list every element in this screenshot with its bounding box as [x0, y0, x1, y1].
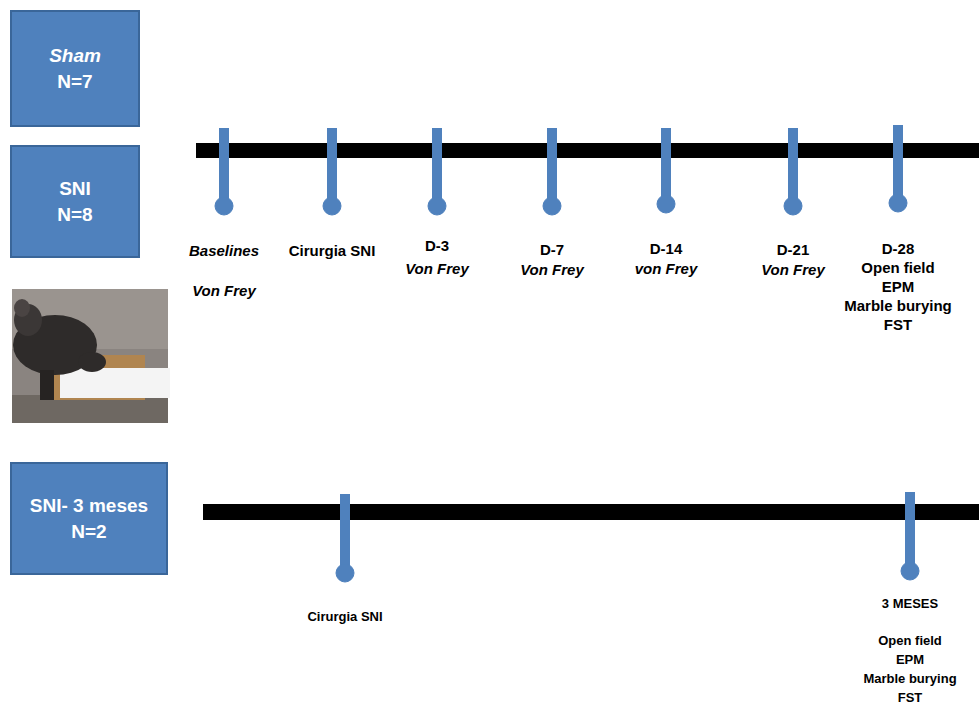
group-size: N=2: [71, 519, 106, 545]
group-box: SNIN=8: [10, 145, 140, 258]
timeline-label: Cirurgia SNI: [289, 242, 376, 259]
timeline-label: Open field: [861, 259, 934, 276]
timeline-bar: [203, 504, 979, 520]
timeline-label: Cirurgia SNI: [307, 610, 382, 625]
timeline-label: Von Frey: [192, 282, 256, 299]
group-box: ShamN=7: [10, 10, 140, 127]
timeline-label: EPM: [896, 653, 924, 668]
mouse-photo: [12, 289, 170, 423]
timeline-label: FST: [898, 691, 923, 706]
timeline-label: 3 MESES: [882, 597, 938, 612]
timeline-label: Von Frey: [405, 260, 469, 277]
timeline-label: D-14: [650, 240, 683, 257]
group-name: SNI: [59, 176, 91, 202]
timeline-label: D-28: [882, 240, 915, 257]
timeline-label: Baselines: [189, 242, 259, 259]
group-size: N=8: [57, 202, 92, 228]
timeline-label: FST: [884, 316, 912, 333]
timeline-label: Open field: [878, 634, 942, 649]
timeline-label: D-3: [425, 237, 449, 254]
timeline-ticks: [215, 125, 919, 582]
timeline-bar: [196, 143, 979, 158]
group-size: N=7: [57, 69, 92, 95]
group-box: SNI- 3 mesesN=2: [10, 462, 168, 575]
group-name: SNI- 3 meses: [30, 493, 148, 519]
timeline-label: Marble burying: [844, 297, 952, 314]
timeline-label: von Frey: [635, 260, 698, 277]
group-name: Sham: [49, 43, 101, 69]
timeline-label: D-7: [540, 241, 564, 258]
timeline-label: Von Frey: [761, 261, 825, 278]
timeline-label: Marble burying: [863, 672, 956, 687]
timeline-label: Von Frey: [520, 261, 584, 278]
timeline-label: EPM: [882, 278, 915, 295]
timeline-label: D-21: [777, 241, 810, 258]
